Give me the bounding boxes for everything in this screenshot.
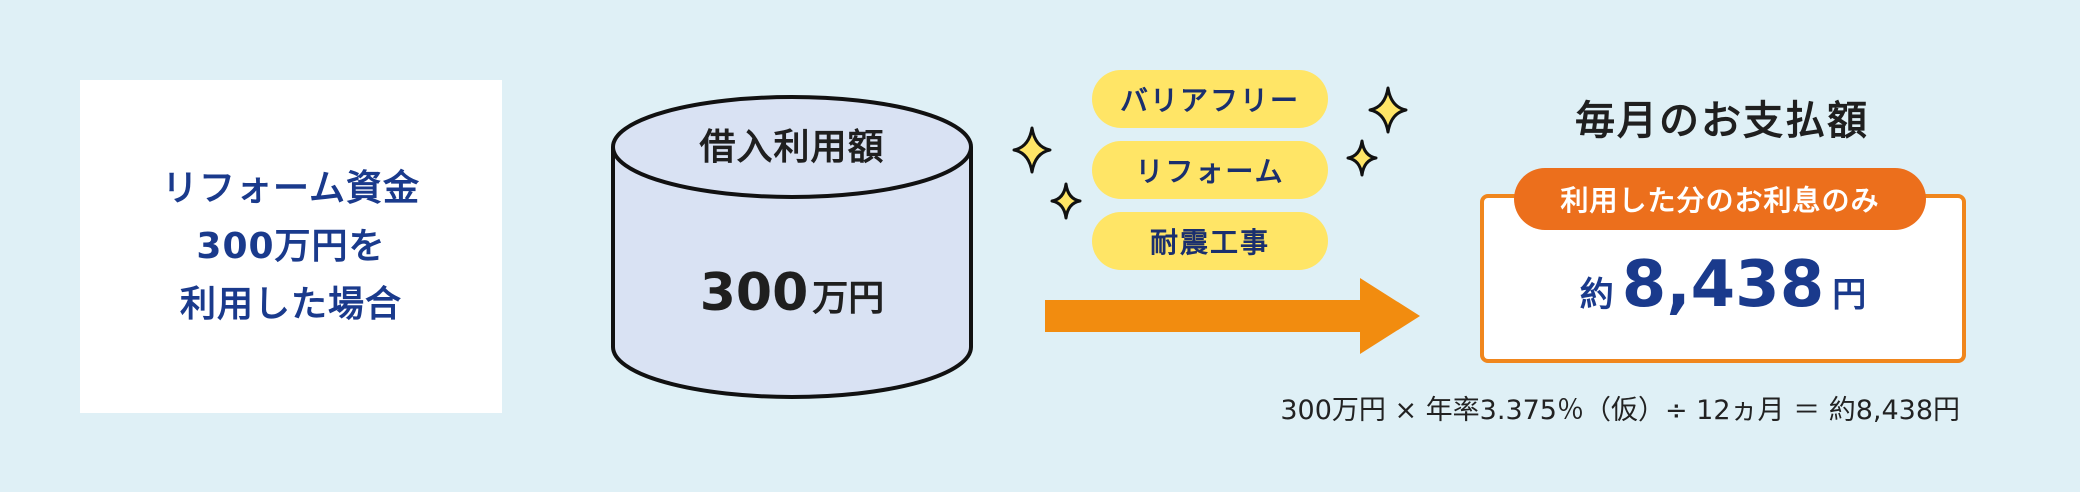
sparkle-icon (1050, 182, 1082, 220)
interest-only-badge: 利用した分のお利息のみ (1514, 168, 1926, 230)
tag-barrier-free: バリアフリー (1092, 70, 1328, 128)
info-card-line-1: リフォーム資金 (162, 167, 420, 209)
monthly-amount-number: 8,438 (1621, 248, 1825, 322)
calculation-formula: 300万円 × 年率3.375％（仮）÷ 12ヵ月 ＝ 約8,438円 (1280, 395, 1960, 426)
arrow-right-icon (1045, 278, 1420, 354)
tag-reform: リフォーム (1092, 141, 1328, 199)
info-card-text: リフォーム資金 300万円を 利用した場合 (162, 160, 420, 334)
monthly-amount-prefix: 約 (1579, 275, 1614, 315)
cylinder-amount-number: 300 (699, 263, 809, 323)
cylinder-title: 借入利用額 (699, 127, 885, 168)
cylinder-icon (611, 95, 973, 399)
info-card-line-2: 300万円を (196, 225, 386, 267)
sparkle-icon (1346, 139, 1378, 177)
sparkle-icon (1368, 86, 1408, 134)
info-card-line-3: 利用した場合 (179, 283, 402, 325)
tag-seismic: 耐震工事 (1092, 212, 1328, 270)
sparkle-icon (1012, 126, 1052, 174)
cylinder-amount-unit: 万円 (812, 278, 885, 319)
monthly-amount-unit: 円 (1832, 275, 1867, 315)
info-card: リフォーム資金 300万円を 利用した場合 (80, 80, 502, 413)
monthly-payment-title: 毎月のお支払額 (1575, 98, 1869, 144)
